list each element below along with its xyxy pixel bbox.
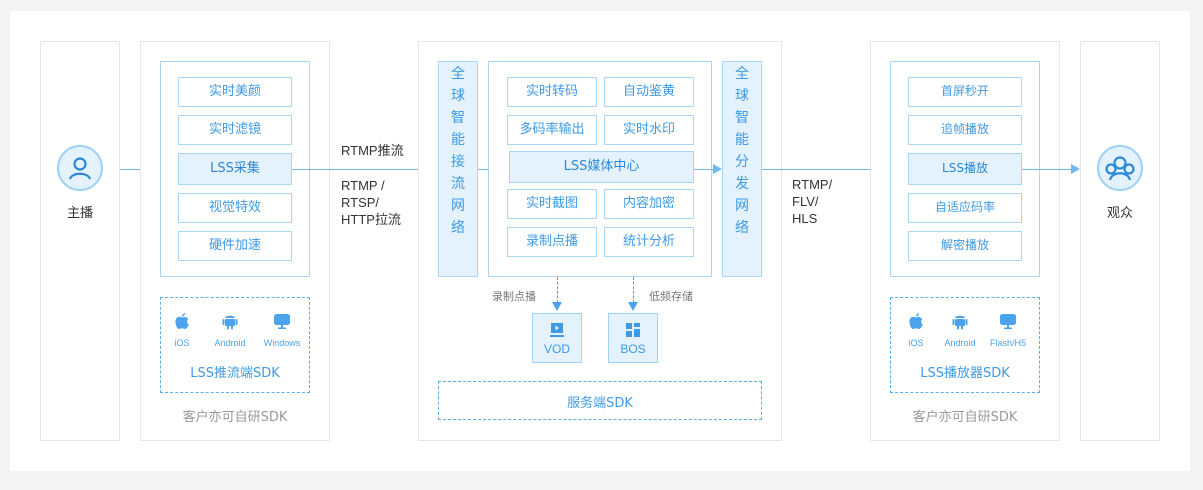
player-feature: 追帧播放 (908, 115, 1022, 145)
ingest-network-char: 智 (451, 110, 465, 126)
server-feature: 多码率输出 (507, 115, 597, 145)
server-feature: 实时水印 (604, 115, 694, 145)
sdk-platform-ios: iOS (896, 312, 936, 348)
platform-label: iOS (174, 338, 190, 348)
sdk-platform-windows: Windows (262, 312, 302, 348)
distribution-network-char: 全 (735, 66, 749, 82)
platform-label: iOS (908, 338, 924, 348)
connector-to-bos (633, 277, 634, 303)
push-protocol-label: RTMP推流 (341, 143, 404, 158)
server-feature: 实时截图 (507, 189, 597, 219)
player-feature: 首屏秒开 (908, 77, 1022, 107)
player-client-note: 客户亦可自研SDK (912, 410, 1018, 425)
push-sdk-title: LSS推流端SDK (190, 366, 280, 381)
distribution-network-char: 络 (735, 220, 749, 236)
sdk-platform-flash-h5: Flash/H5 (988, 312, 1028, 348)
ingest-network: 全 球 智 能 接 流 网 络 (438, 61, 478, 277)
player-feature: 自适应码率 (908, 193, 1022, 223)
anchor-avatar (57, 145, 103, 191)
ingest-network-char: 能 (451, 132, 465, 148)
audience-label: 观众 (1106, 206, 1133, 221)
distribution-network-char: 球 (735, 88, 749, 104)
sdk-platform-android: Android (940, 312, 980, 348)
player-sdk-title: LSS播放器SDK (920, 366, 1010, 381)
delivery-protocol-line: FLV/ (792, 194, 819, 209)
server-feature: 录制点播 (507, 227, 597, 257)
push-feature: 硬件加速 (178, 231, 292, 261)
bos-box: BOS (608, 313, 658, 363)
platform-label: Android (944, 338, 976, 348)
vod-label: VOD (543, 342, 570, 356)
bos-label: BOS (620, 342, 646, 356)
push-client-note: 客户亦可自研SDK (182, 410, 288, 425)
distribution-network-char: 能 (735, 132, 749, 148)
user-icon (68, 157, 92, 180)
android-icon (222, 315, 238, 330)
player-sdk-box (890, 297, 1040, 393)
ingest-network-char: 络 (451, 220, 465, 236)
ingest-network-char: 球 (451, 88, 465, 104)
group-icon (1105, 156, 1135, 181)
ingest-network-char: 全 (451, 66, 465, 82)
arrow-head-down (552, 302, 562, 311)
connector-distribution-to-play (762, 169, 899, 170)
arrow-head (713, 164, 722, 174)
ingest-network-char: 网 (451, 198, 465, 214)
server-feature: 自动鉴黄 (604, 77, 694, 107)
push-feature: 视觉特效 (178, 193, 292, 223)
pull-protocol-line: RTMP / (341, 178, 385, 193)
arrow-head-down (628, 302, 638, 311)
grid-storage-icon (626, 323, 640, 337)
anchor-label: 主播 (66, 206, 93, 221)
arrow-head (1071, 164, 1080, 174)
server-feature: 内容加密 (604, 189, 694, 219)
server-sdk-box (438, 381, 762, 420)
audience-avatar (1097, 145, 1143, 191)
audience-panel (1080, 41, 1160, 441)
server-feature: 实时转码 (507, 77, 597, 107)
monitor-icon (1000, 314, 1016, 329)
apple-icon (175, 313, 189, 329)
push-sdk-box (160, 297, 310, 393)
pull-protocol-line: HTTP拉流 (341, 212, 401, 227)
player-feature-play: LSS播放 (908, 153, 1022, 185)
pull-protocol-label: RTMP / RTSP/ HTTP拉流 (341, 177, 401, 228)
distribution-network-char: 网 (735, 198, 749, 214)
push-feature: 实时美颜 (178, 77, 292, 107)
distribution-network-char: 发 (735, 176, 749, 192)
delivery-protocol-line: RTMP/ (792, 177, 833, 192)
media-center: LSS媒体中心 (509, 151, 694, 183)
ingest-network-char: 接 (451, 154, 465, 170)
monitor-icon (274, 314, 290, 329)
server-feature: 统计分析 (604, 227, 694, 257)
android-icon (952, 315, 968, 330)
apple-icon (909, 313, 923, 329)
platform-label: Android (214, 338, 246, 348)
pull-protocol-line: RTSP/ (341, 195, 380, 210)
delivery-protocol-label: RTMP/ FLV/ HLS (792, 176, 832, 227)
sdk-platform-android: Android (210, 312, 250, 348)
platform-label: Windows (263, 338, 301, 348)
ingest-network-char: 流 (451, 176, 465, 192)
server-sdk-title: 服务端SDK (567, 396, 633, 411)
push-feature-capture: LSS采集 (178, 153, 292, 185)
bos-note: 低频存储 (649, 290, 693, 303)
platform-label: Flash/H5 (989, 338, 1026, 348)
delivery-protocol-line: HLS (792, 211, 818, 226)
connector-to-vod (557, 277, 558, 303)
player-feature: 解密播放 (908, 231, 1022, 261)
distribution-network: 全 球 智 能 分 发 网 络 (722, 61, 762, 277)
anchor-panel (40, 41, 120, 441)
vod-box: VOD (532, 313, 582, 363)
connector-capture-to-ingest (292, 169, 429, 170)
distribution-network-char: 智 (735, 110, 749, 126)
distribution-network-char: 分 (735, 154, 749, 170)
connector-center-to-distribution (694, 169, 714, 170)
video-file-icon (550, 323, 564, 337)
vod-note: 录制点播 (492, 290, 536, 303)
push-feature: 实时滤镜 (178, 115, 292, 145)
sdk-platform-ios: iOS (162, 312, 202, 348)
connector-play-to-audience (1022, 169, 1072, 170)
